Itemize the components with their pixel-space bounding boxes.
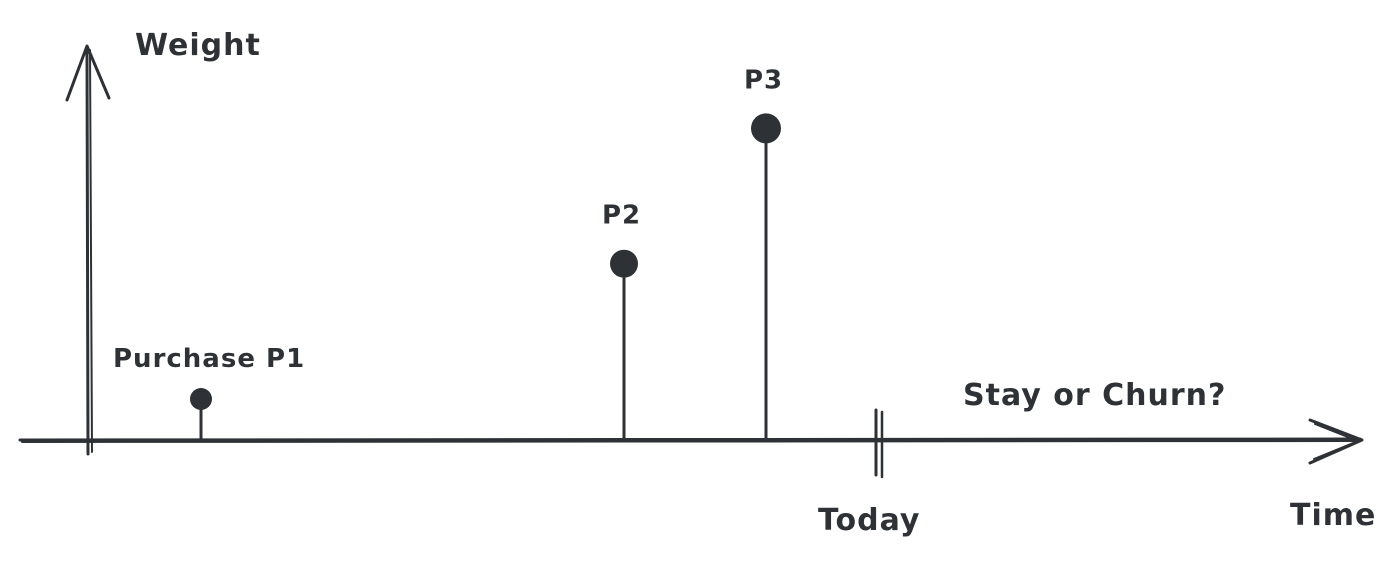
purchase-point-1: Purchase P1 [113,344,305,440]
purchase-label-3: P3 [744,65,783,95]
purchase-dot-1 [190,388,212,410]
x-axis [18,418,1364,465]
purchase-point-3: P3 [744,65,783,440]
y-axis [65,44,111,456]
purchase-point-2: P2 [602,201,641,440]
purchase-label-1: Purchase P1 [113,344,305,374]
stay-or-churn-label: Stay or Churn? [963,378,1226,413]
x-axis-line [18,437,1362,442]
x-axis-arrowhead-2 [1313,423,1359,460]
purchase-label-2: P2 [602,201,641,231]
x-axis-label: Time [1290,498,1376,533]
purchase-points: Purchase P1 P2 P3 [113,65,783,440]
x-axis-line-2 [21,440,1356,443]
purchase-dot-3 [751,113,781,144]
x-axis-arrowhead [1308,418,1364,465]
today-marker [874,408,884,479]
y-axis-line-2 [89,49,93,453]
purchase-dot-2 [610,249,638,278]
y-axis-line [85,46,90,456]
y-axis-arrowhead [65,44,111,102]
today-label: Today [818,503,920,538]
y-axis-label: Weight [135,28,261,63]
